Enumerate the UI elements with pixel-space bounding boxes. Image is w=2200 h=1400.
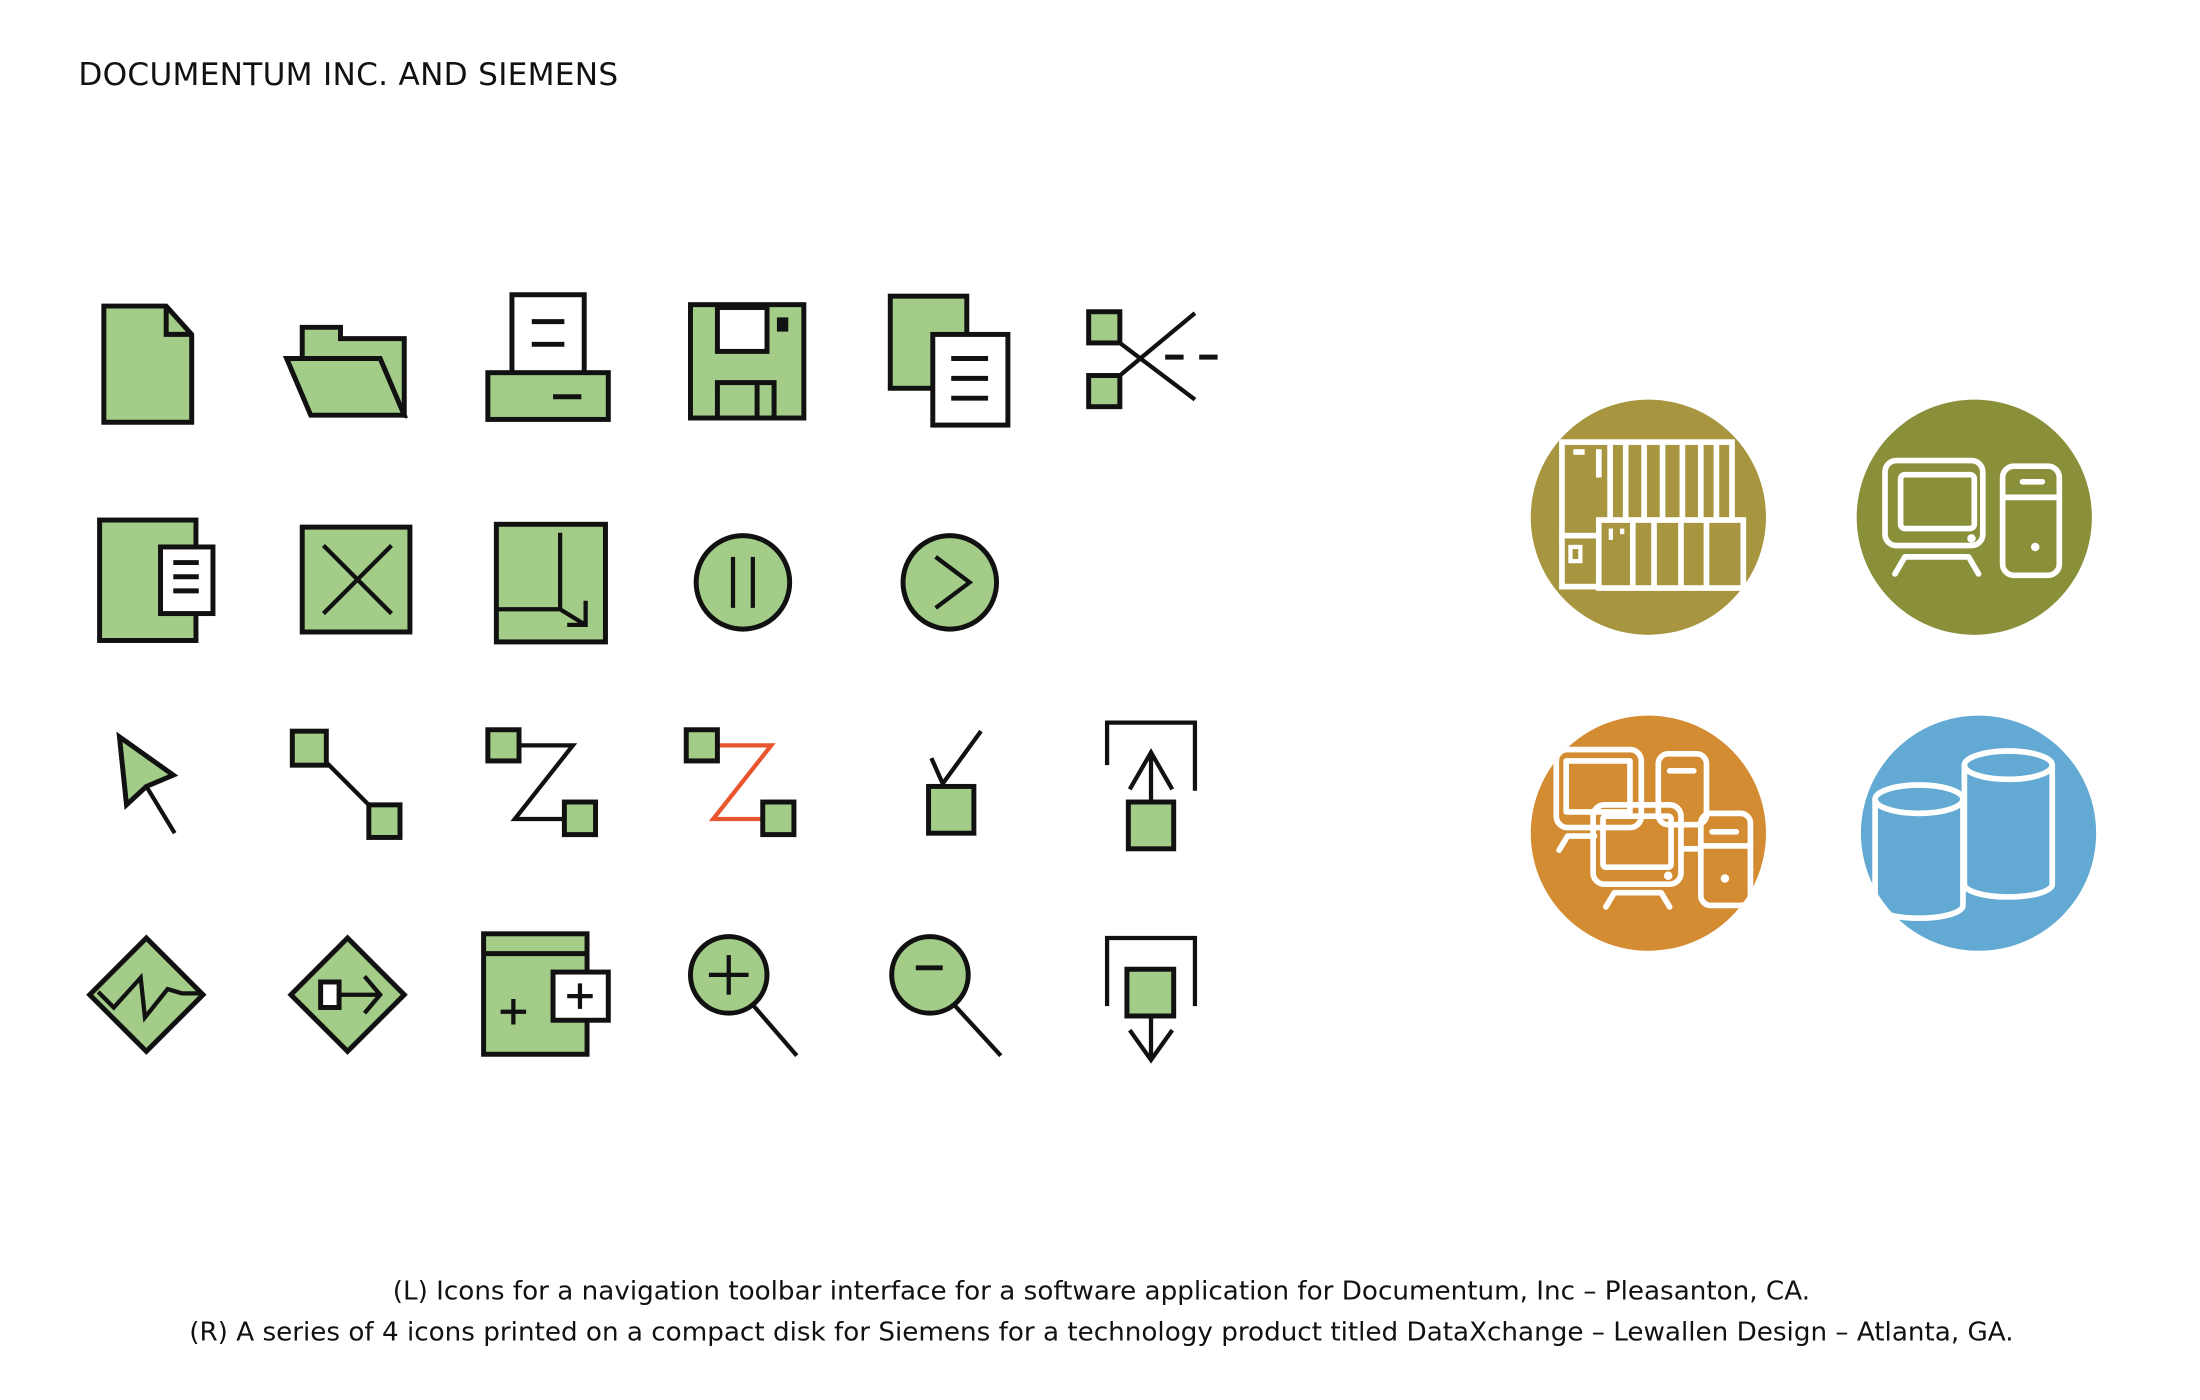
network-computers-icon [1530,715,1766,951]
download-icon[interactable] [1104,935,1198,1064]
arrow-corner-icon [493,521,608,645]
printer-icon [485,292,611,422]
caption-left: (L) Icons for a navigation toolbar inter… [393,1276,1810,1306]
document-icon [101,303,195,425]
connector-icon [485,727,599,838]
database-icon [1860,715,2097,951]
upload-icon[interactable] [1104,720,1198,852]
floppy-disk-icon [688,302,807,421]
export-diamond-icon[interactable] [287,934,408,1055]
signal-diamond-icon [86,934,207,1055]
connector-red-icon [683,727,797,838]
play-icon[interactable] [900,533,1000,632]
caption-right: (R) A series of 4 icons printed on a com… [189,1317,2013,1347]
server-rack-icon [1530,399,1766,635]
pause-icon[interactable] [693,533,793,632]
zoom-in-icon[interactable] [688,934,799,1058]
page-title: DOCUMENTUM INC. AND SIEMENS [78,57,618,93]
desktop-computer-icon [1856,399,2092,635]
pointer-icon [116,731,179,835]
scissors-icon [1086,309,1218,410]
add-window-icon[interactable] [481,931,611,1057]
close-box-icon[interactable] [299,524,413,635]
copy-icon [887,293,1011,428]
link-icon [289,728,403,840]
folder-icon [282,324,408,419]
zoom-out-icon[interactable] [889,934,1003,1058]
document-tab-icon [97,517,216,643]
checkbox-icon[interactable] [926,729,983,836]
